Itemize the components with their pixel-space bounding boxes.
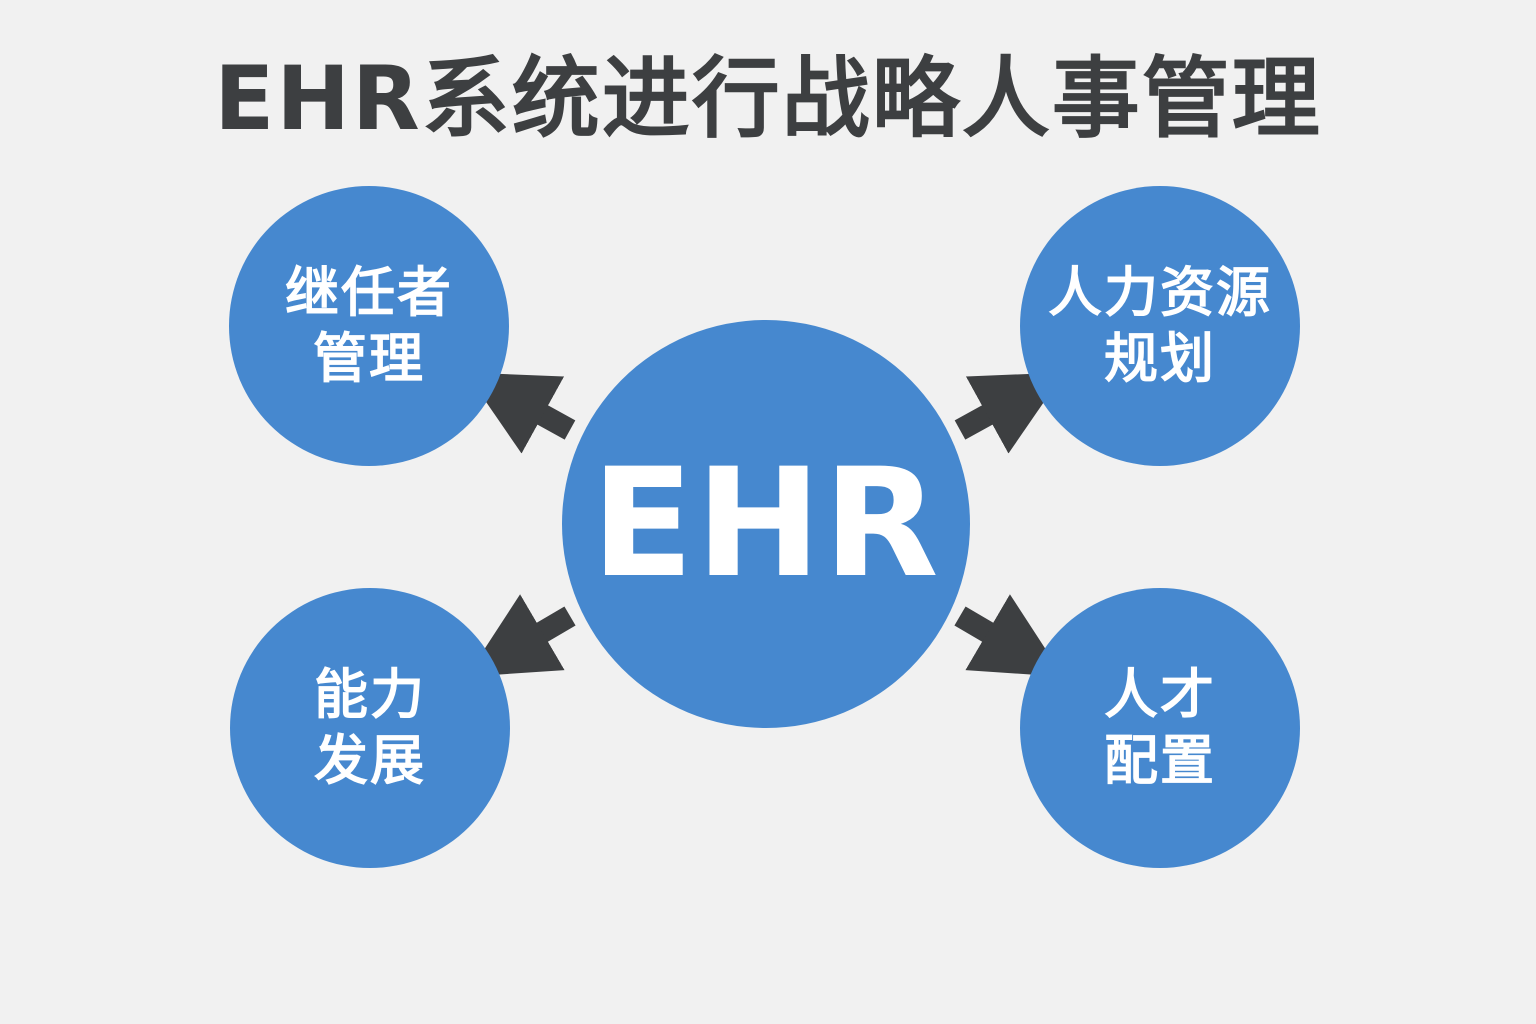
center-node-label: EHR xyxy=(591,437,941,611)
node-label-line: 规划 xyxy=(1104,327,1216,390)
node-competency-development: 能力 发展 xyxy=(230,588,510,868)
node-label-line: 能力 xyxy=(314,663,426,726)
node-label-line: 继任者 xyxy=(285,261,453,324)
arrow-to-competency xyxy=(466,594,576,677)
node-label-line: 配置 xyxy=(1104,729,1216,792)
arrow-to-hr-planning xyxy=(954,372,1065,454)
node-label-line: 人才 xyxy=(1104,663,1216,726)
arrow-to-succession xyxy=(465,372,576,454)
center-node-ehr: EHR xyxy=(562,320,970,728)
node-label-line: 管理 xyxy=(313,327,425,390)
node-succession-management: 继任者 管理 xyxy=(229,186,509,466)
node-label-line: 发展 xyxy=(314,729,426,792)
page-title: EHR系统进行战略人事管理 xyxy=(214,47,1322,150)
node-hr-planning: 人力资源 规划 xyxy=(1020,186,1300,466)
node-talent-allocation: 人才 配置 xyxy=(1020,588,1300,868)
node-label-line: 人力资源 xyxy=(1048,261,1272,324)
arrow-to-talent xyxy=(954,594,1064,677)
